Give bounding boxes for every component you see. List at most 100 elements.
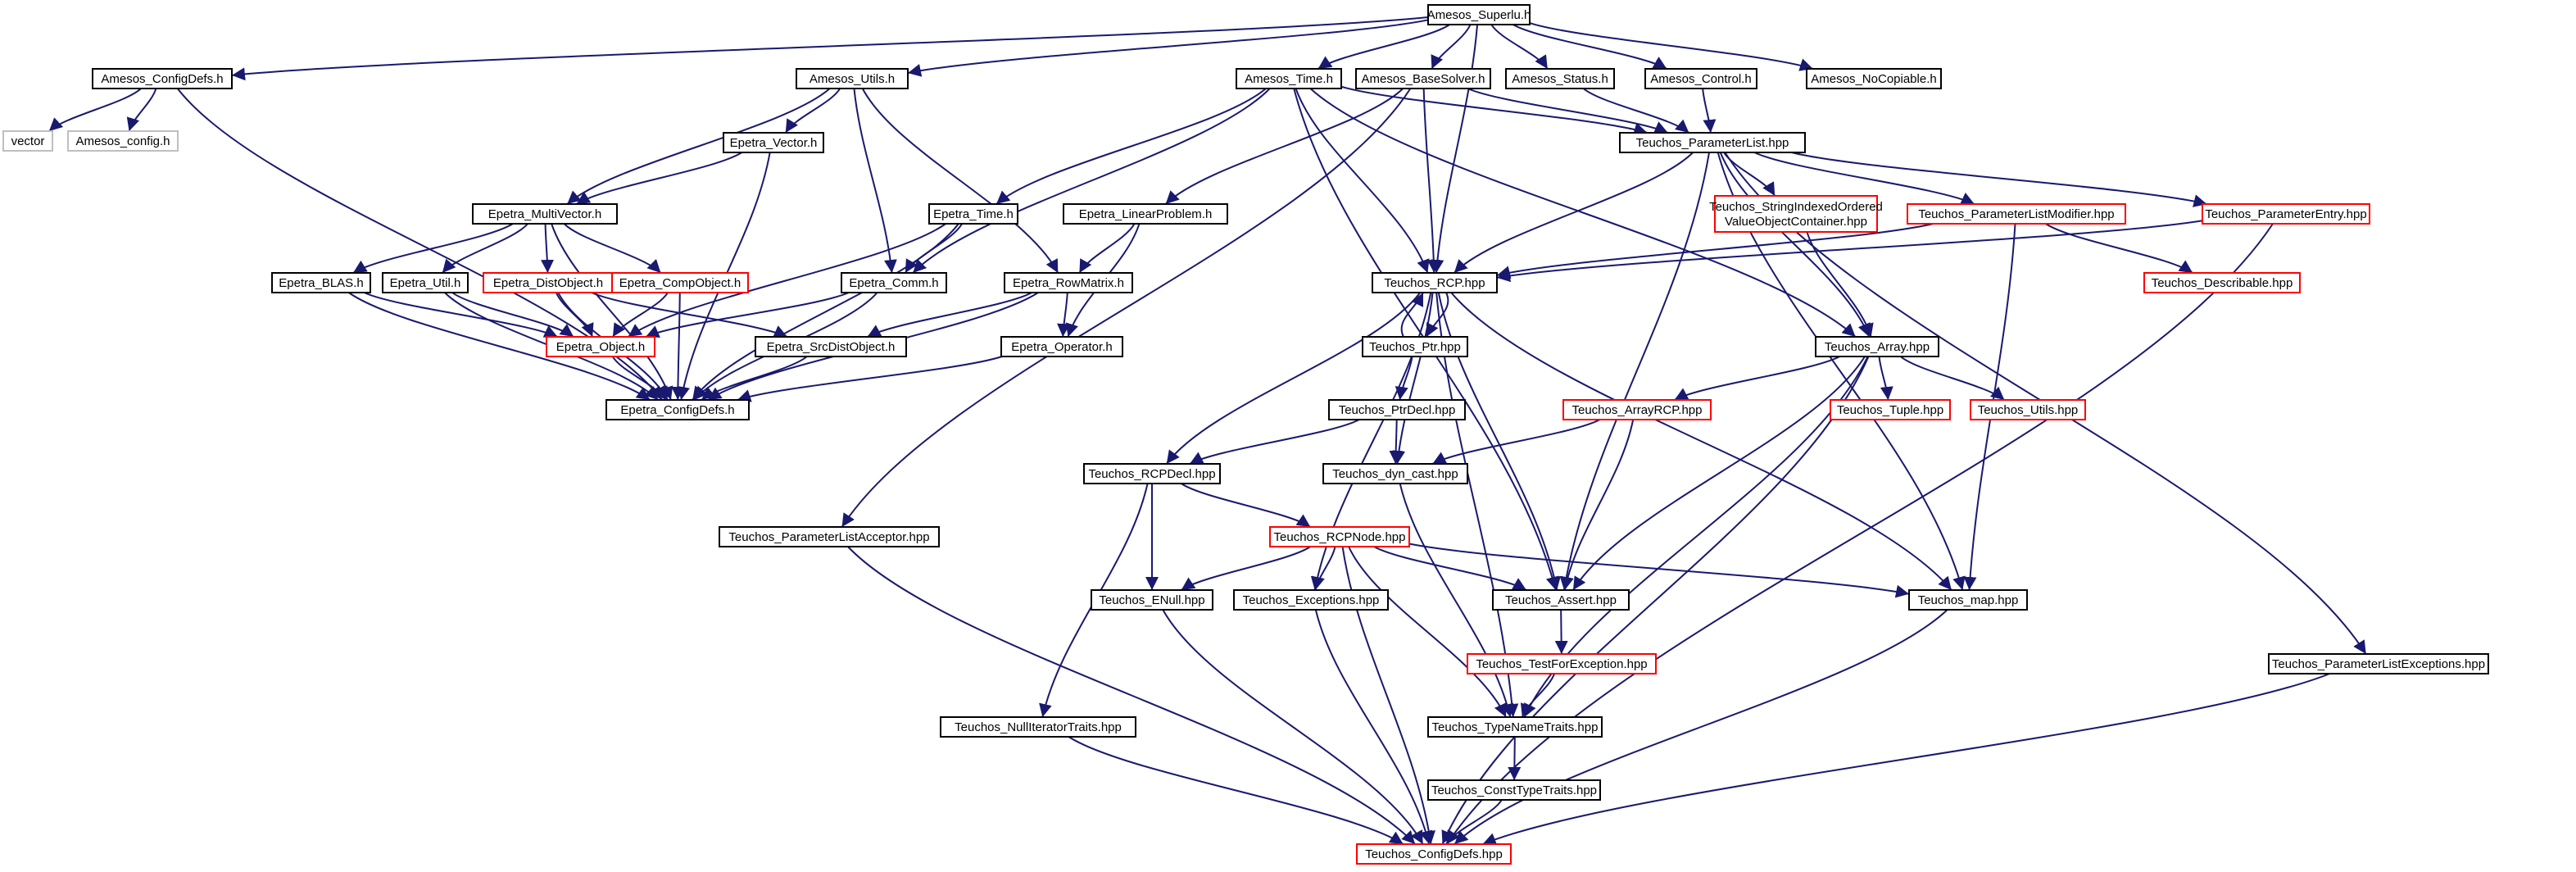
node-amesos_superlu[interactable]: Amesos_Superlu.h [1427, 4, 1531, 25]
node-box [1091, 589, 1213, 611]
node-box [1427, 716, 1603, 738]
edge-teuchos_placcept-to-teuchos_configdefs [847, 546, 1416, 845]
edge-teuchos_map-to-teuchos_configdefs [1454, 609, 1948, 845]
node-epetra_rowmatrix[interactable]: Epetra_RowMatrix.h [1004, 272, 1133, 293]
node-label: Teuchos_ParameterList.hpp [1636, 136, 1789, 150]
node-amesos_config[interactable]: Amesos_config.h [67, 130, 179, 152]
node-teuchos_assert[interactable]: Teuchos_Assert.hpp [1492, 589, 1630, 611]
node-epetra_linearproblem[interactable]: Epetra_LinearProblem.h [1063, 203, 1228, 225]
node-amesos_control[interactable]: Amesos_Control.h [1644, 68, 1757, 89]
node-label-line: Epetra_BLAS.h [279, 276, 363, 290]
edge-amesos_superlu-to-amesos_basesolver [1431, 24, 1472, 70]
node-label-line: Teuchos_TestForException.hpp [1476, 657, 1647, 671]
edge-amesos_basesolver-to-epetra_linearproblem [1164, 88, 1404, 205]
node-teuchos_ptrdecl[interactable]: Teuchos_PtrDecl.hpp [1328, 399, 1466, 420]
node-amesos_basesolver[interactable]: Amesos_BaseSolver.h [1355, 68, 1491, 89]
node-box [1492, 589, 1630, 611]
node-label-line: Amesos_Control.h [1650, 72, 1751, 86]
edge-amesos_basesolver-to-teuchos_parameterlist [1467, 88, 1669, 134]
node-box [605, 399, 750, 420]
edge-teuchos_array-to-teuchos_configdefs [1441, 356, 1870, 845]
node-label: Amesos_Utils.h [810, 72, 895, 86]
node-label: Teuchos_PtrDecl.hpp [1339, 403, 1456, 417]
node-label-line: Epetra_Comm.h [849, 276, 938, 290]
node-epetra_srcdistobject[interactable]: Epetra_SrcDistObject.h [755, 336, 907, 357]
node-epetra_object[interactable]: Epetra_Object.h [546, 336, 655, 357]
node-teuchos_dyn_cast[interactable]: Teuchos_dyn_cast.hpp [1322, 463, 1468, 484]
node-label: Epetra_Operator.h [1011, 340, 1112, 354]
node-teuchos_plexceptions[interactable]: Teuchos_ParameterListExceptions.hpp [2268, 653, 2489, 674]
node-teuchos_utils[interactable]: Teuchos_Utils.hpp [1970, 399, 2086, 420]
node-label-line: Teuchos_Tuple.hpp [1837, 403, 1943, 417]
node-teuchos_describable[interactable]: Teuchos_Describable.hpp [2143, 272, 2301, 293]
node-epetra_configdefs[interactable]: Epetra_ConfigDefs.h [605, 399, 750, 420]
edge-amesos_time-to-epetra_time [995, 88, 1267, 205]
node-teuchos_nulliter[interactable]: Teuchos_NullIteratorTraits.hpp [940, 716, 1136, 738]
node-teuchos_configdefs[interactable]: Teuchos_ConfigDefs.hpp [1356, 843, 1512, 865]
edge-epetra_blas-to-epetra_object [364, 292, 558, 338]
node-teuchos_testforexception[interactable]: Teuchos_TestForException.hpp [1467, 653, 1657, 674]
node-label-line: Teuchos_ConstTypeTraits.hpp [1431, 783, 1597, 797]
edge-teuchos_rcpdecl-to-teuchos_rcpnode [1181, 483, 1311, 528]
node-teuchos_ptr[interactable]: Teuchos_Ptr.hpp [1362, 336, 1468, 357]
node-teuchos_rcp[interactable]: Teuchos_RCP.hpp [1372, 272, 1498, 293]
edge-teuchos_rcp-to-teuchos_exceptions [1310, 292, 1432, 591]
node-label: Teuchos_ConstTypeTraits.hpp [1431, 783, 1597, 797]
node-teuchos_exceptions[interactable]: Teuchos_Exceptions.hpp [1233, 589, 1389, 611]
node-amesos_utils[interactable]: Amesos_Utils.h [796, 68, 909, 89]
node-epetra_multivector[interactable]: Epetra_MultiVector.h [472, 203, 618, 225]
edge-teuchos_array-to-teuchos_tuple [1878, 356, 1893, 401]
node-epetra_time[interactable]: Epetra_Time.h [928, 203, 1018, 225]
edge-teuchos_typenametraits-to-teuchos_consttypetraits [1508, 736, 1522, 781]
node-teuchos_typenametraits[interactable]: Teuchos_TypeNameTraits.hpp [1427, 716, 1603, 738]
node-label: Amesos_config.h [75, 134, 170, 148]
node-teuchos_parameterentry[interactable]: Teuchos_ParameterEntry.hpp [2202, 203, 2370, 225]
node-teuchos_placcept[interactable]: Teuchos_ParameterListAcceptor.hpp [719, 526, 940, 547]
node-epetra_blas[interactable]: Epetra_BLAS.h [271, 272, 371, 293]
node-epetra_comm[interactable]: Epetra_Comm.h [841, 272, 947, 293]
node-label-line: Teuchos_ArrayRCP.hpp [1572, 403, 1703, 417]
edge-epetra_multivector-to-epetra_compobject [563, 223, 662, 274]
node-label: Teuchos_RCP.hpp [1384, 276, 1485, 290]
node-teuchos_enull[interactable]: Teuchos_ENull.hpp [1091, 589, 1213, 611]
node-teuchos_consttypetraits[interactable]: Teuchos_ConstTypeTraits.hpp [1427, 779, 1601, 801]
edge-amesos_utils-to-epetra_rowmatrix [861, 88, 1059, 274]
node-teuchos_rcpdecl[interactable]: Teuchos_RCPDecl.hpp [1083, 463, 1221, 484]
node-amesos_configdefs[interactable]: Amesos_ConfigDefs.h [92, 68, 233, 89]
node-epetra_util[interactable]: Epetra_Util.h [382, 272, 469, 293]
node-epetra_vector[interactable]: Epetra_Vector.h [723, 132, 824, 153]
node-amesos_nocopiable[interactable]: Amesos_NoCopiable.h [1806, 68, 1942, 89]
node-teuchos_parameterlistmodifier[interactable]: Teuchos_ParameterListModifier.hpp [1907, 203, 2126, 225]
node-label: Epetra_Time.h [933, 207, 1014, 221]
node-amesos_status[interactable]: Amesos_Status.h [1505, 68, 1615, 89]
node-vector[interactable]: vector [2, 130, 53, 152]
node-teuchos_rcpnode[interactable]: Teuchos_RCPNode.hpp [1269, 526, 1410, 547]
edge-epetra_multivector-to-epetra_configdefs [551, 223, 673, 401]
node-box [1356, 843, 1512, 865]
node-teuchos_arrayrcp[interactable]: Teuchos_ArrayRCP.hpp [1562, 399, 1712, 420]
node-amesos_time[interactable]: Amesos_Time.h [1236, 68, 1342, 89]
edge-teuchos_ptrdecl-to-teuchos_dyn_cast [1389, 419, 1403, 465]
node-teuchos_tuple[interactable]: Teuchos_Tuple.hpp [1830, 399, 1951, 420]
node-epetra_distobject[interactable]: Epetra_DistObject.h [483, 272, 614, 293]
node-box [1427, 779, 1601, 801]
node-label-line: Teuchos_Describable.hpp [2152, 276, 2293, 290]
node-label: Amesos_ConfigDefs.h [101, 72, 223, 86]
node-box [1806, 68, 1942, 89]
node-box [1427, 4, 1531, 25]
node-box [483, 272, 614, 293]
node-label: Epetra_LinearProblem.h [1079, 207, 1213, 221]
node-teuchos_array[interactable]: Teuchos_Array.hpp [1815, 336, 1939, 357]
node-box [92, 68, 233, 89]
edge-teuchos_rcp-to-teuchos_assert [1437, 292, 1561, 591]
node-label-line: Amesos_config.h [75, 134, 170, 148]
node-teuchos_parameterlist[interactable]: Teuchos_ParameterList.hpp [1619, 132, 1806, 153]
node-epetra_compobject[interactable]: Epetra_CompObject.h [611, 272, 749, 293]
node-box [719, 526, 940, 547]
node-teuchos_map[interactable]: Teuchos_map.hpp [1908, 589, 2028, 611]
node-box [1233, 589, 1389, 611]
node-box [1505, 68, 1615, 89]
node-epetra_operator[interactable]: Epetra_Operator.h [1000, 336, 1123, 357]
edge-teuchos_assert-to-teuchos_testforexception [1554, 609, 1568, 655]
